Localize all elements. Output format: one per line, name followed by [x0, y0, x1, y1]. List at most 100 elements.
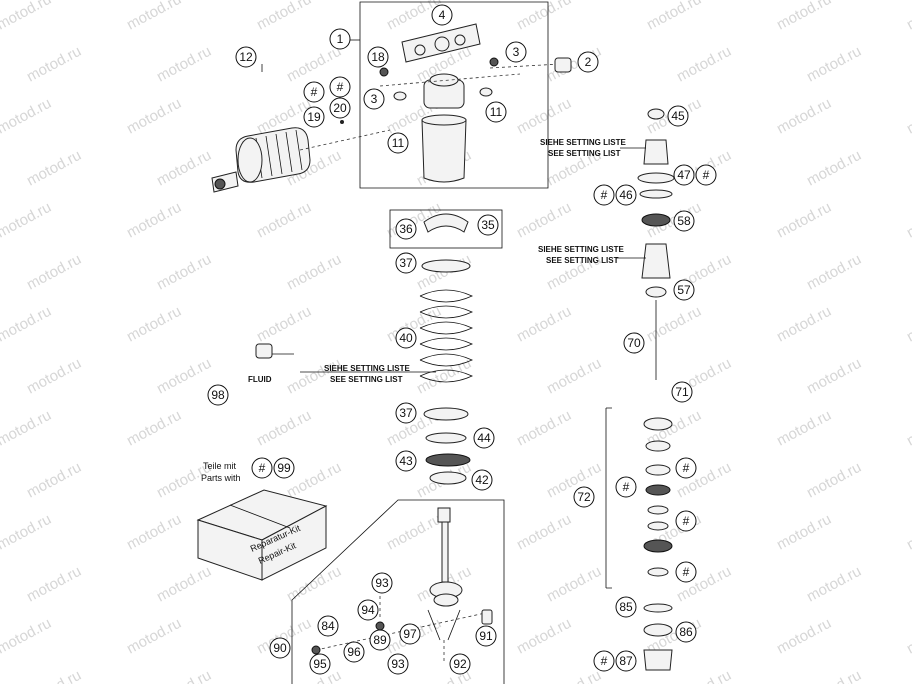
kit-note-de: Teile mit	[203, 461, 237, 471]
callout-c93b: 93	[387, 653, 409, 675]
watermark-text: motod.ru	[904, 0, 912, 34]
callout-circle	[251, 457, 273, 479]
watermark-text: motod.ru	[24, 147, 84, 190]
watermark-text: motod.ru	[284, 251, 344, 294]
watermark-text: motod.ru	[124, 95, 184, 138]
watermark-text: motod.ru	[644, 0, 704, 34]
callout-circle	[675, 561, 697, 583]
repair-kit-box	[196, 489, 328, 581]
callout-number: #	[683, 565, 690, 579]
callout-number: #	[601, 188, 608, 202]
watermark-text: motod.ru	[154, 43, 214, 86]
callout-circle	[577, 51, 599, 73]
callout-number: 71	[675, 385, 689, 399]
callout-c12: 12	[235, 46, 257, 68]
callout-circle	[395, 218, 417, 240]
callout-circle	[235, 46, 257, 68]
callout-c91: 91	[475, 625, 497, 647]
callout-number: 4	[439, 8, 446, 22]
watermark-text: motod.ru	[544, 667, 604, 684]
watermark-text: motod.ru	[774, 615, 834, 658]
watermark-text: motod.ru	[154, 355, 214, 398]
watermark-text: motod.ru	[514, 407, 574, 450]
callout-circle	[573, 486, 595, 508]
callout-c2: 2	[577, 51, 599, 73]
callout-number: 58	[677, 214, 691, 228]
watermark-text: motod.ru	[0, 511, 54, 554]
callout-circle	[615, 596, 637, 618]
watermark-text: motod.ru	[774, 511, 834, 554]
setting-note-en-3: SEE SETTING LIST	[330, 375, 403, 384]
callout-circle	[387, 132, 409, 154]
callout-circle	[673, 279, 695, 301]
callout-circle	[675, 621, 697, 643]
callout-c84: 84	[317, 615, 339, 637]
watermark-text: motod.ru	[544, 355, 604, 398]
callout-c93a: 93	[371, 572, 393, 594]
callout-circle	[273, 457, 295, 479]
callout-number: #	[703, 168, 710, 182]
callout-number: #	[623, 480, 630, 494]
callout-circle	[475, 625, 497, 647]
watermark-text: motod.ru	[0, 0, 54, 34]
callout-number: 1	[337, 32, 344, 46]
callout-circle	[329, 28, 351, 50]
watermark-text: motod.ru	[24, 355, 84, 398]
callout-c37a: 37	[395, 252, 417, 274]
callout-ch46: #	[593, 184, 615, 206]
callout-ch1: #	[303, 81, 325, 103]
callout-number: #	[311, 85, 318, 99]
callout-c35: 35	[477, 214, 499, 236]
watermark-text: motod.ru	[514, 199, 574, 242]
callout-number: 11	[392, 136, 405, 150]
callout-ch72a: #	[675, 457, 697, 479]
callout-circle	[695, 164, 717, 186]
watermark-text: motod.ru	[254, 199, 314, 242]
callout-circle	[477, 214, 499, 236]
watermark-text: motod.ru	[804, 563, 864, 606]
watermark-text: motod.ru	[154, 147, 214, 190]
callout-number: 37	[399, 256, 413, 270]
watermark-text: motod.ru	[124, 199, 184, 242]
callout-c95: 95	[309, 653, 331, 675]
callout-circle	[623, 332, 645, 354]
watermark-text: motod.ru	[804, 667, 864, 684]
callout-number: 84	[321, 619, 335, 633]
callout-circle	[363, 88, 385, 110]
callout-circle	[371, 572, 393, 594]
watermark-text: motod.ru	[154, 667, 214, 684]
callout-number: 97	[403, 627, 417, 641]
callout-c3a: 3	[505, 41, 527, 63]
watermark-text: motod.ru	[904, 511, 912, 554]
watermark-text: motod.ru	[904, 303, 912, 346]
damper-rod-box	[291, 499, 505, 684]
callout-c3b: 3	[363, 88, 385, 110]
callout-number: 92	[453, 657, 467, 671]
watermark-text: motod.ru	[384, 511, 444, 554]
callout-number: 57	[677, 283, 691, 297]
callout-number: 47	[677, 168, 691, 182]
callout-number: 42	[475, 473, 489, 487]
callout-number: #	[601, 654, 608, 668]
callout-c72: 72	[573, 486, 595, 508]
callout-c71: 71	[671, 381, 693, 403]
callout-number: 37	[399, 406, 413, 420]
callout-circle	[329, 76, 351, 98]
callout-circle	[593, 184, 615, 206]
callout-ch87: #	[593, 650, 615, 672]
callout-number: 19	[307, 110, 321, 124]
watermark-text: motod.ru	[0, 95, 54, 138]
watermark-text: motod.ru	[514, 303, 574, 346]
callout-c36: 36	[395, 218, 417, 240]
watermark-text: motod.ru	[804, 251, 864, 294]
watermark-text: motod.ru	[0, 303, 54, 346]
callout-number: 35	[481, 218, 495, 232]
callout-c99: 99	[273, 457, 295, 479]
callout-number: 86	[679, 625, 693, 639]
callout-number: #	[337, 80, 344, 94]
callout-c58: 58	[673, 210, 695, 232]
callout-number: 18	[371, 50, 385, 64]
callout-circle	[615, 476, 637, 498]
